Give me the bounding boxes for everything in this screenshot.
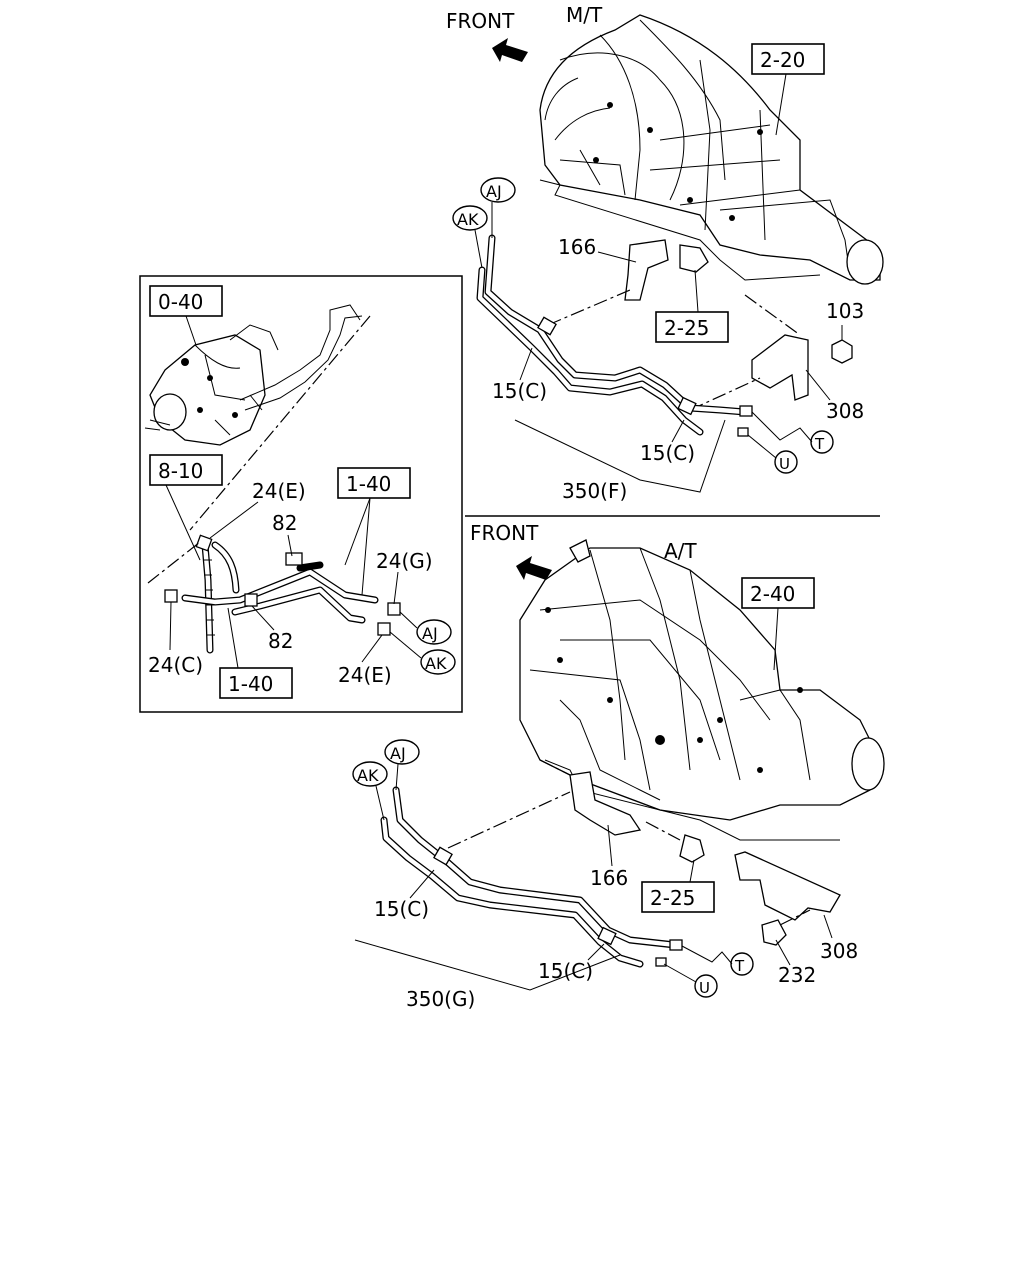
mt-part-103-label: 103 (826, 299, 864, 323)
transmission-at-icon (519, 539, 885, 841)
inset-part-82-top-label: 82 (272, 511, 297, 535)
bracket-308 (751, 334, 809, 401)
inset-part-24g-label: 24(G) (376, 549, 433, 573)
mt-ak-label: AK (457, 210, 479, 229)
mt-part-15c-a-label: 15(C) (492, 379, 547, 403)
bracket-166-at (569, 771, 642, 836)
inset-frame (139, 275, 463, 713)
mt-ak-marker (452, 205, 488, 231)
at-aj-marker (384, 739, 420, 765)
mt-ref-2-25-label: 2-25 (664, 316, 709, 340)
inset-aj-label: AJ (422, 624, 438, 643)
front-arrow-icon (516, 556, 552, 580)
mt-u-label: U (779, 455, 790, 473)
ref-2-40-label: 2-40 (750, 582, 795, 606)
at-u-label: U (699, 979, 710, 997)
nut-103 (831, 339, 853, 364)
mt-part-15c-b-label: 15(C) (640, 441, 695, 465)
inset-part-24e-top-label: 24(E) (252, 479, 306, 503)
mt-cooler-pipes (476, 234, 753, 437)
at-t-marker (730, 952, 754, 976)
ref-1-40-top-label: 1-40 (346, 472, 391, 496)
at-part-166-label: 166 (590, 866, 628, 890)
mt-aj-marker (480, 177, 516, 203)
bracket-166 (624, 239, 669, 301)
at-ref-2-25-label: 2-25 (650, 886, 695, 910)
ref-box-8-10 (149, 454, 223, 486)
inset-part-24c-label: 24(C) (148, 653, 203, 677)
at-part-350g-label: 350(G) (406, 987, 475, 1011)
injection-pump-icon (144, 304, 363, 446)
at-section: FRONT A/T 2-40 (352, 521, 885, 1011)
at-u-marker (694, 974, 718, 998)
at-model-label: A/T (664, 539, 697, 563)
bolt-232 (761, 919, 787, 946)
at-t-label: T (734, 957, 745, 975)
at-aj-label: AJ (390, 744, 406, 763)
ref-2-20-label: 2-20 (760, 48, 805, 72)
mt-t-label: T (814, 435, 825, 453)
at-ak-label: AK (357, 766, 379, 785)
ref-box-1-40-bottom (219, 667, 293, 699)
at-part-15c-b-label: 15(C) (538, 959, 593, 983)
mt-aj-label: AJ (486, 182, 502, 201)
mt-part-308-label: 308 (826, 399, 864, 423)
at-ref-box-2-25 (641, 881, 715, 913)
mt-ref-box-2-25 (655, 311, 729, 343)
at-front-label: FRONT (470, 521, 539, 545)
mt-model-label: M/T (566, 3, 603, 27)
ref-box-2-20 (751, 43, 825, 75)
mt-front-label: FRONT (446, 9, 515, 33)
front-arrow-icon (492, 38, 528, 62)
ref-box-0-40 (149, 285, 223, 317)
mt-part-350f-label: 350(F) (562, 479, 627, 503)
at-part-15c-a-label: 15(C) (374, 897, 429, 921)
bracket-308-at (734, 851, 841, 921)
at-part-232-label: 232 (778, 963, 816, 987)
mt-t-marker (810, 430, 834, 454)
inset-aj-marker (416, 619, 452, 645)
at-cooler-pipes (380, 786, 683, 968)
inset-panel: 0-40 8-10 1-40 (139, 275, 463, 713)
inset-ak-marker (420, 649, 456, 675)
mt-u-marker (774, 450, 798, 474)
at-part-308-label: 308 (820, 939, 858, 963)
transmission-mt-icon (539, 14, 884, 285)
ref-0-40-label: 0-40 (158, 290, 203, 314)
mt-part-166-label: 166 (558, 235, 596, 259)
ref-8-10-label: 8-10 (158, 459, 203, 483)
ref-box-2-40 (741, 577, 815, 609)
inset-ak-label: AK (425, 654, 447, 673)
ref-1-40-bottom-label: 1-40 (228, 672, 273, 696)
mt-section: FRONT M/T 2-20 1 (446, 3, 884, 503)
at-ak-marker (352, 761, 388, 787)
inset-part-24e-bottom-label: 24(E) (338, 663, 392, 687)
inset-part-82-bottom-label: 82 (268, 629, 293, 653)
ref-box-1-40-top (337, 467, 411, 499)
